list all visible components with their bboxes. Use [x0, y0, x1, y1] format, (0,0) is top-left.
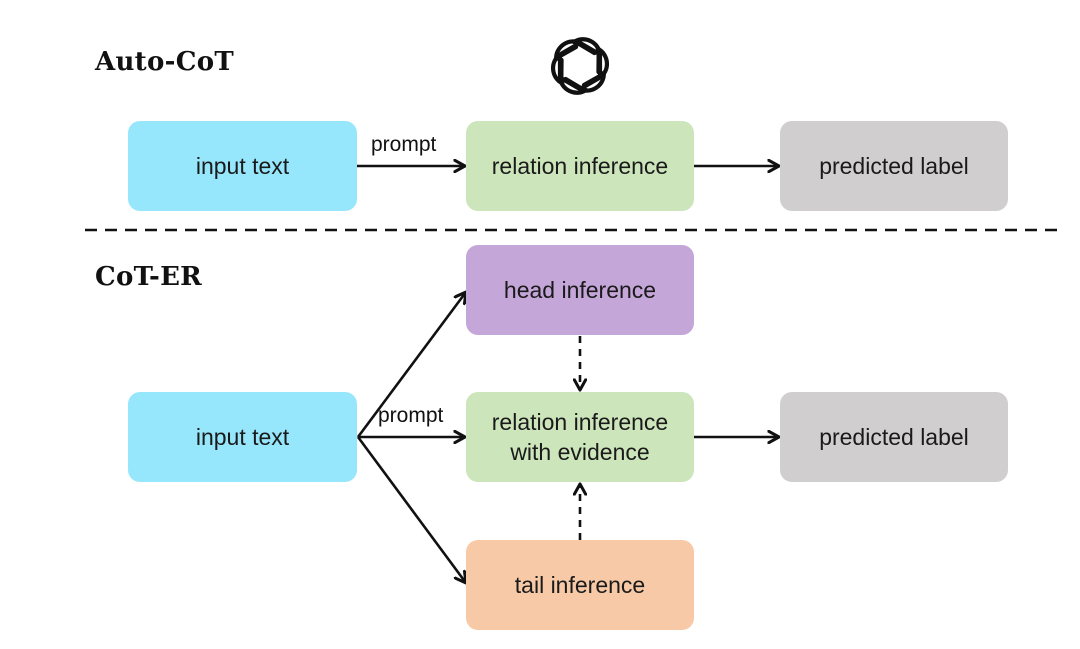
arrow-input-to-head [356, 292, 466, 438]
cot-er-input-text-box: input text [128, 392, 357, 482]
cot-er-relation-inference-evidence-box: relation inference with evidence [466, 392, 694, 482]
auto-cot-prompt-label: prompt [371, 133, 437, 156]
cot-er-predicted-label-box: predicted label [780, 392, 1008, 482]
relation-evidence-line-2: with evidence [510, 439, 650, 465]
cot-er-head-inference-box: head inference [466, 245, 694, 335]
cot-er-heading: CoT-ER [95, 262, 203, 292]
cot-er-tail-inference-box: tail inference [466, 540, 694, 630]
auto-cot-relation-inference-box: relation inference [466, 121, 694, 211]
relation-evidence-line-1: relation inference [491, 409, 669, 435]
openai-logo-icon [550, 37, 610, 95]
cot-er-prompt-label: prompt [378, 404, 444, 427]
auto-cot-predicted-label-box: predicted label [780, 121, 1008, 211]
auto-cot-heading: Auto-CoT [95, 47, 235, 77]
arrow-input-to-tail [356, 436, 466, 583]
auto-cot-input-text-box: input text [128, 121, 357, 211]
